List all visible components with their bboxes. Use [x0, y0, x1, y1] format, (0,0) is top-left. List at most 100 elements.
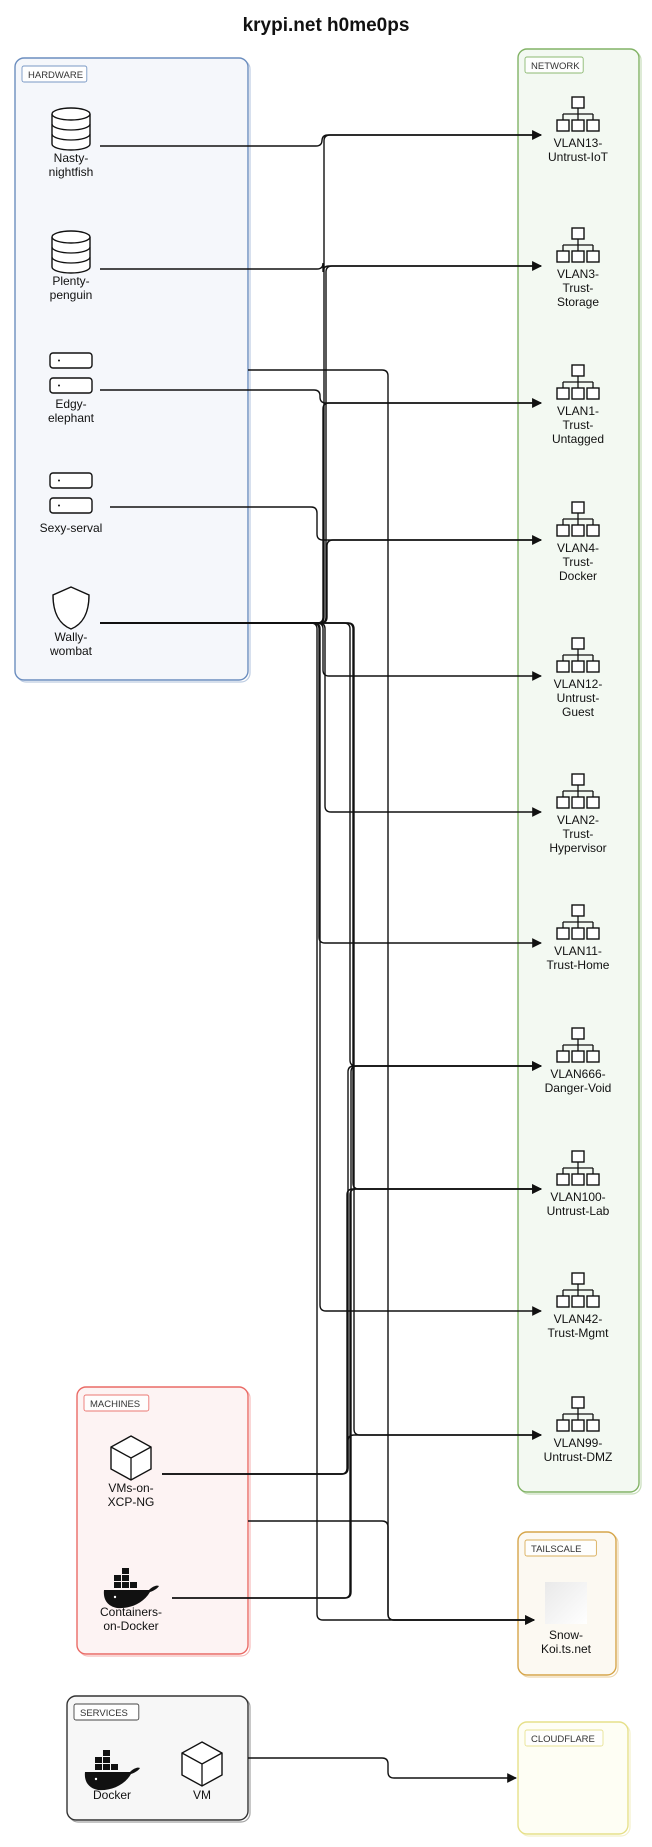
edge-hardware-to-snowkoi	[248, 369, 535, 1625]
label-line: Trust-	[563, 827, 594, 841]
node-vlan11[interactable]: VLAN11-Trust-Home	[547, 904, 610, 972]
edge-nasty-to-vlan13	[100, 130, 542, 147]
tailscale-group-label: TAILSCALE	[531, 1544, 582, 1555]
node-sexy[interactable]: Sexy-serval	[40, 472, 103, 535]
label-line: VLAN99-	[554, 1436, 603, 1450]
vlan100-label: VLAN100-Untrust-Lab	[547, 1190, 610, 1218]
label-line: VM	[193, 1788, 211, 1802]
node-vlan13[interactable]: VLAN13-Untrust-IoT	[548, 96, 609, 164]
docker-label: Docker	[93, 1788, 131, 1802]
label-line: Trust-	[563, 281, 594, 295]
label-line: Untrust-IoT	[548, 150, 609, 164]
label-line: on-Docker	[103, 1619, 158, 1633]
node-vms[interactable]: VMs-on-XCP-NG	[108, 1435, 155, 1509]
node-vlan100[interactable]: VLAN100-Untrust-Lab	[547, 1150, 610, 1218]
label-line: Untrust-	[557, 691, 600, 705]
label-line: VLAN100-	[550, 1190, 605, 1204]
server-icon	[49, 472, 93, 514]
node-nasty[interactable]: Nasty-nightfish	[49, 107, 94, 179]
label-line: XCP-NG	[108, 1495, 155, 1509]
vlan1-label: VLAN1-Trust-Untagged	[552, 404, 604, 446]
vlan11-label: VLAN11-Trust-Home	[547, 944, 610, 972]
label-line: Docker	[93, 1788, 131, 1802]
containers-label: Containers-on-Docker	[100, 1605, 162, 1633]
label-line: wombat	[49, 644, 93, 658]
label-line: VLAN42-	[554, 1312, 603, 1326]
node-vlan2[interactable]: VLAN2-Trust-Hypervisor	[549, 773, 607, 855]
node-docker[interactable]: Docker	[84, 1750, 140, 1802]
cube-icon	[110, 1435, 152, 1481]
cloudflare-group: CLOUDFLARE	[517, 1721, 631, 1837]
edge-wally-to-snowkoi	[100, 622, 535, 1625]
node-containers[interactable]: Containers-on-Docker	[100, 1568, 162, 1633]
vlan42-label: VLAN42-Trust-Mgmt	[548, 1312, 610, 1340]
wally-label: Wally-wombat	[49, 630, 93, 658]
label-line: Untrust-DMZ	[544, 1450, 613, 1464]
network-icon	[556, 904, 600, 940]
label-line: penguin	[50, 288, 93, 302]
edge-sexy-to-vlan4	[110, 506, 542, 545]
node-edgy[interactable]: Edgy-elephant	[48, 352, 95, 425]
network-icon	[556, 227, 600, 263]
node-vlan12[interactable]: VLAN12-Untrust-Guest	[554, 637, 603, 719]
label-line: VLAN2-	[557, 813, 599, 827]
label-line: Snow-	[549, 1628, 583, 1642]
services-group-label: SERVICES	[80, 1708, 128, 1719]
label-line: Sexy-serval	[40, 521, 103, 535]
vlan4-label: VLAN4-Trust-Docker	[557, 541, 599, 583]
network-icon	[556, 1027, 600, 1063]
node-vm[interactable]: VM	[181, 1741, 223, 1802]
node-vlan3[interactable]: VLAN3-Trust-Storage	[556, 227, 600, 309]
device-icon	[545, 1582, 587, 1624]
label-line: Plenty-	[52, 274, 89, 288]
node-vlan666[interactable]: VLAN666-Danger-Void	[545, 1027, 612, 1095]
network-icon	[556, 501, 600, 537]
label-line: VLAN11-	[554, 944, 602, 958]
network-icon	[556, 773, 600, 809]
network-icon	[556, 96, 600, 132]
vlan13-label: VLAN13-Untrust-IoT	[548, 136, 609, 164]
shield-icon	[52, 586, 90, 630]
network-icon	[556, 1150, 600, 1186]
cloudflare-group-label: CLOUDFLARE	[531, 1734, 595, 1745]
node-plenty[interactable]: Plenty-penguin	[50, 230, 93, 302]
node-vlan42[interactable]: VLAN42-Trust-Mgmt	[548, 1272, 610, 1340]
label-line: Edgy-	[55, 397, 86, 411]
label-line: VLAN13-	[554, 136, 603, 150]
database-icon	[51, 230, 91, 274]
cube-icon	[181, 1741, 223, 1787]
node-snowkoi[interactable]: Snow-Koi.ts.net	[541, 1582, 592, 1656]
edge-services-to-cloudflare	[248, 1757, 517, 1783]
node-vlan1[interactable]: VLAN1-Trust-Untagged	[552, 364, 604, 446]
vlan12-label: VLAN12-Untrust-Guest	[554, 677, 603, 719]
label-line: VLAN1-	[557, 404, 599, 418]
node-wally[interactable]: Wally-wombat	[49, 586, 93, 658]
vlan2-label: VLAN2-Trust-Hypervisor	[549, 813, 606, 855]
hardware-group-label: HARDWARE	[28, 70, 83, 81]
network-group-label: NETWORK	[531, 61, 580, 72]
node-vlan4[interactable]: VLAN4-Trust-Docker	[556, 501, 600, 583]
docker-icon	[103, 1568, 159, 1609]
hardware-group: HARDWARE	[14, 57, 251, 683]
label-line: Danger-Void	[545, 1081, 612, 1095]
label-line: Koi.ts.net	[541, 1642, 592, 1656]
label-line: VLAN666-	[550, 1067, 605, 1081]
diagram-title: krypi.net h0me0ps	[243, 15, 410, 36]
label-line: Trust-	[563, 418, 594, 432]
network-icon	[556, 364, 600, 400]
docker-icon	[84, 1750, 140, 1791]
label-line: Trust-	[563, 555, 594, 569]
vlan99-label: VLAN99-Untrust-DMZ	[544, 1436, 613, 1464]
machines-group-label: MACHINES	[90, 1399, 140, 1410]
network-icon	[556, 1272, 600, 1308]
label-line: Wally-	[55, 630, 88, 644]
label-line: VLAN12-	[554, 677, 603, 691]
node-vlan99[interactable]: VLAN99-Untrust-DMZ	[544, 1396, 613, 1464]
database-icon	[51, 107, 91, 151]
edgy-label: Edgy-elephant	[48, 397, 95, 425]
sexy-label: Sexy-serval	[40, 521, 103, 535]
services-group: SERVICES	[66, 1695, 251, 1823]
network-group: NETWORK	[517, 48, 642, 1495]
vm-label: VM	[193, 1788, 211, 1802]
label-line: VMs-on-	[108, 1481, 153, 1495]
